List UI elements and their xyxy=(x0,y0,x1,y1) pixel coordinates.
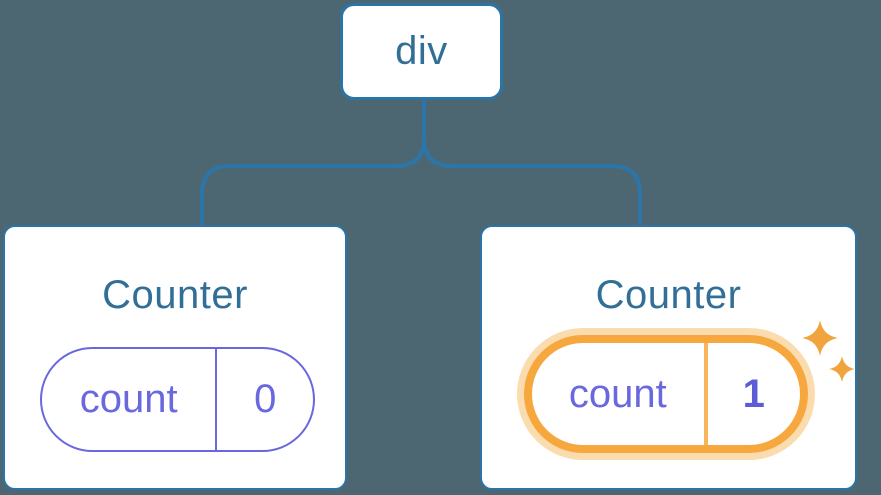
sparkle-icon xyxy=(802,320,838,356)
sparkle-icon xyxy=(829,356,855,382)
pill-divider xyxy=(215,349,218,450)
tree-node-label: div xyxy=(395,29,448,73)
state-pill-highlighted: count 1 xyxy=(524,335,808,453)
connector-left-branch xyxy=(200,100,426,227)
state-pill: count 0 xyxy=(40,347,315,452)
component-title: Counter xyxy=(595,273,742,317)
component-title: Counter xyxy=(102,273,248,317)
counter-card-right: Counter count 1 xyxy=(480,225,857,490)
state-value: 1 xyxy=(742,371,765,416)
pill-divider xyxy=(703,343,708,445)
state-key-label: count xyxy=(79,377,178,421)
state-value: 0 xyxy=(254,377,277,421)
connector-right-branch xyxy=(422,100,642,227)
state-pill-highlight-halo: count 1 xyxy=(517,328,815,460)
state-key-label: count xyxy=(568,371,667,416)
tree-node-div: div xyxy=(340,3,503,100)
counter-card-left: Counter count 0 xyxy=(3,225,347,490)
